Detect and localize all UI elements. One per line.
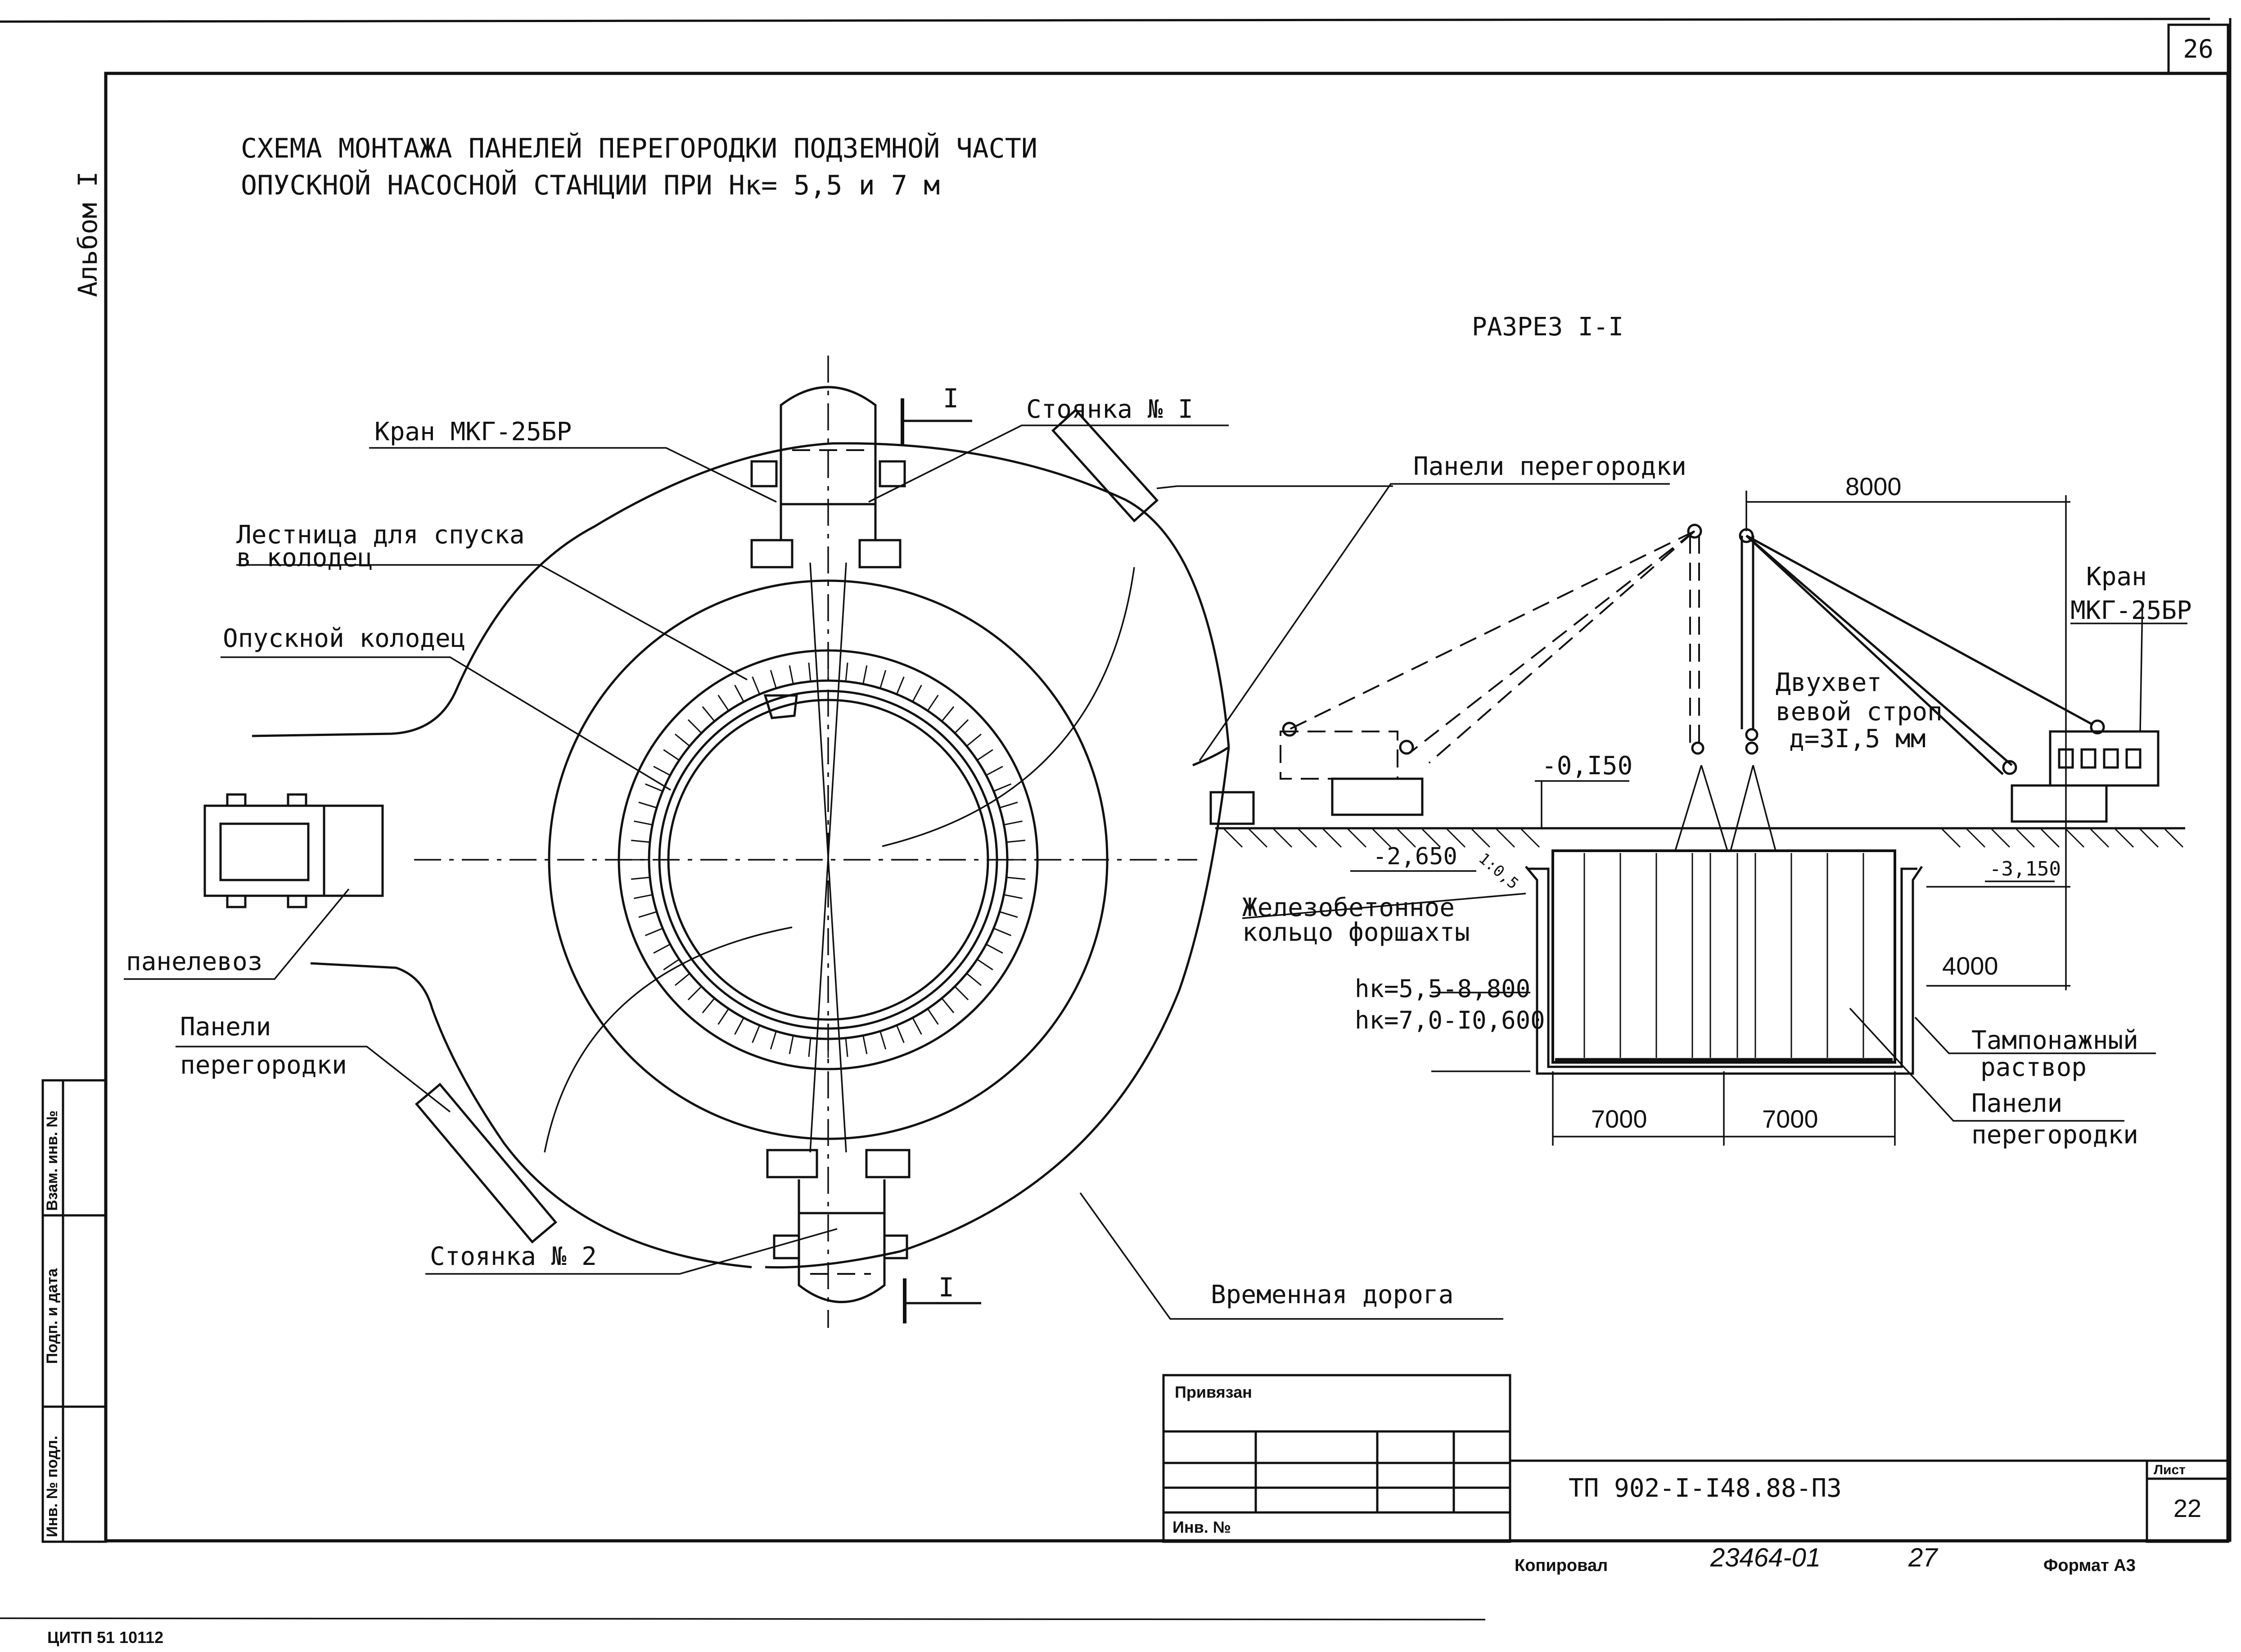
panel-stack-bottom <box>415 1083 558 1244</box>
level-right: -3,150 <box>1989 858 2061 880</box>
sling-3: д=3I,5 мм <box>1789 724 1925 754</box>
dim-4000: 4000 <box>1926 886 2070 987</box>
dim-7000: 7000 7000 <box>1552 1071 1896 1146</box>
tamp-2: раствор <box>1980 1053 2087 1082</box>
panel-truck <box>203 793 384 908</box>
panel-ticks <box>630 662 1026 1058</box>
svg-text:7000: 7000 <box>1762 1105 1818 1133</box>
svg-text:Инв. № подл.: Инв. № подл. <box>44 1435 61 1537</box>
svg-text:Инв. №: Инв. № <box>1172 1518 1231 1536</box>
label-truck: панелевоз <box>126 947 262 976</box>
section-mark-top: I <box>901 383 972 446</box>
hk-1: hк=5,5-8,800 <box>1355 975 1530 1003</box>
handwritten-number: 23464-01 <box>1710 1543 1821 1572</box>
title-line-1: СХЕМА МОНТАЖА ПАНЕЛЕЙ ПЕРЕГОРОДКИ ПОДЗЕМ… <box>241 132 1037 164</box>
svg-text:Лист: Лист <box>2154 1462 2186 1477</box>
svg-text:8000: 8000 <box>1845 472 1902 501</box>
label-stair-1: Лестница для спуска <box>236 520 525 550</box>
ring-1: Железобетонное <box>1242 893 1455 922</box>
road-edge <box>1192 746 1230 767</box>
section-panels-2: перегородки <box>1971 1120 2138 1150</box>
slings <box>1674 728 1777 851</box>
title-line-2: ОПУСКНОЙ НАСОСНОЙ СТАНЦИИ ПРИ Нк= 5,5 и … <box>241 169 940 201</box>
crane-left <box>1209 524 1702 825</box>
label-panels-top: Панели перегородки <box>1413 452 1686 481</box>
pit-outline <box>1525 866 1923 1075</box>
svg-text:Взам. инв. №: Взам. инв. № <box>44 1110 61 1211</box>
side-stamp: Инв. № подл. Подп. и дата Взам. инв. № <box>41 1079 107 1543</box>
dim-8000: 8000 <box>1745 472 2070 990</box>
sheet-frame <box>0 18 2232 1620</box>
svg-text:Формат А3: Формат А3 <box>2043 1556 2136 1575</box>
label-crane: Кран МКГ-25БР <box>374 417 572 447</box>
slope: 1:0,5 <box>1475 849 1522 893</box>
label-well: Опускной колодец <box>223 624 465 653</box>
svg-text:I: I <box>938 1272 954 1303</box>
label-panels-1: Панели <box>180 1012 271 1042</box>
document-code: ТП 902-I-I48.88-ПЗ <box>1569 1474 1842 1503</box>
stair-block <box>763 694 798 719</box>
crane-stop-2 <box>766 1149 911 1303</box>
label-stair-2: в колодец <box>236 543 373 573</box>
bottom-code: ЦИТП 51 10112 <box>47 1628 163 1647</box>
label-panels-2: перегородки <box>180 1051 347 1080</box>
crane-swing-arc-1 <box>882 567 1135 847</box>
svg-text:27: 27 <box>1908 1543 1939 1572</box>
label-stop-1: Стоянка № I <box>1026 395 1193 424</box>
temporary-road-outline <box>252 442 1230 1269</box>
hk-2: hк=7,0-I0,600 <box>1355 1006 1545 1034</box>
level-left: -2,650 <box>1373 843 1457 870</box>
crane-swing-arc-2 <box>544 926 793 1153</box>
svg-text:Подп. и дата: Подп. и дата <box>44 1268 61 1364</box>
sling-2: вевой строп <box>1776 697 1943 727</box>
section-panels-1: Панели <box>1971 1089 2062 1118</box>
page-number-box: 26 <box>2167 23 2229 75</box>
svg-text:Копировал: Копировал <box>1515 1556 1608 1575</box>
section-view: РАЗРЕЗ I-I <box>1209 312 2192 1150</box>
plan-leaders: Кран МКГ-25БР Стоянка № I Лестница для с… <box>124 395 1686 1320</box>
album-label: Альбом I <box>72 172 103 297</box>
panel-stack-top <box>1051 408 1159 523</box>
section-crane-2: МКГ-25БР <box>2070 596 2192 625</box>
section-mark-bottom: I <box>903 1272 981 1323</box>
svg-text:7000: 7000 <box>1591 1105 1647 1133</box>
sheet-number: 22 <box>2173 1494 2201 1522</box>
section-crane-1: Кран <box>2086 562 2147 591</box>
label-stop-2: Стоянка № 2 <box>430 1242 597 1271</box>
svg-text:I: I <box>943 383 959 414</box>
page-number: 26 <box>2183 35 2213 64</box>
partition-panels <box>1551 849 1896 1064</box>
svg-text:4000: 4000 <box>1942 952 1998 980</box>
crane-stop-1 <box>750 386 906 569</box>
label-road: Временная дорога <box>1211 1280 1453 1309</box>
tamp-1: Тампонажный <box>1971 1026 2138 1055</box>
ground-hatching <box>1223 828 2184 848</box>
temporary-road-outline-bottom <box>310 962 752 1268</box>
ring-2: кольцо форшахты <box>1242 918 1470 947</box>
level-top: -0,I50 <box>1542 751 1632 781</box>
svg-text:Привязан: Привязан <box>1175 1383 1252 1401</box>
title-block: Привязан Инв. № ТП 902-I-I48.88-ПЗ Лист … <box>1162 1374 2229 1575</box>
plan-view: I I Кран МКГ-25БР Стоянка № I <box>124 356 1686 1328</box>
section-title: РАЗРЕЗ I-I <box>1472 312 1623 342</box>
sling-1: Двухвет <box>1776 668 1882 697</box>
